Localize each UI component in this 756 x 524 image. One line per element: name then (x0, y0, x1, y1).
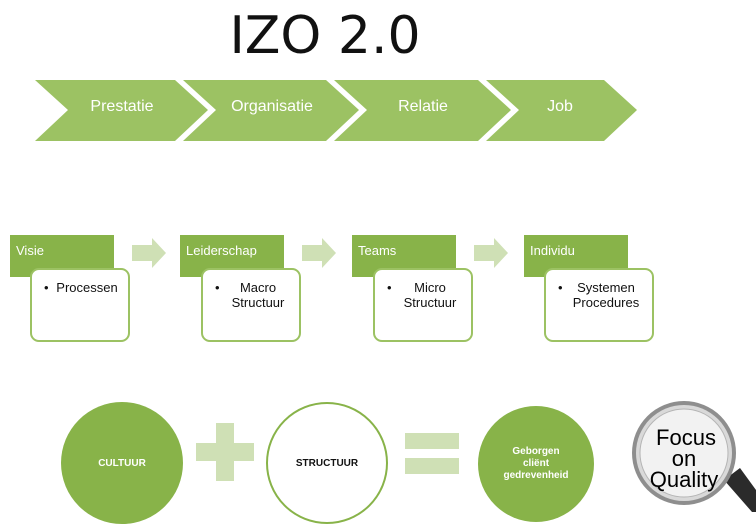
focus-on-quality-logo: Focus on Quality (632, 401, 756, 512)
stage-card-visie: •Processen (30, 268, 130, 342)
list-item: Structuur (231, 295, 285, 310)
list-item: Procedures (572, 295, 640, 310)
arrow-right-icon (474, 238, 508, 268)
chevron-label-prestatie: Prestatie (90, 98, 154, 115)
page-title: IZO 2.0 (229, 6, 421, 66)
arrow-right-icon (132, 238, 166, 268)
chevron-relatie (334, 80, 511, 141)
chevron-label-relatie: Relatie (398, 98, 448, 115)
circle-structuur: STRUCTUUR (266, 402, 388, 524)
stage-card-teams: •Micro Structuur (373, 268, 473, 342)
circle-result: Geborgen cliënt gedrevenheid (478, 406, 594, 522)
badge-word-2: on (672, 446, 696, 471)
chevron-organisatie (183, 80, 359, 141)
list-item: •Macro (215, 280, 277, 295)
list-item: •Systemen (558, 280, 635, 295)
result-line-2: cliënt (522, 458, 550, 469)
badge-word-3: Quality (650, 467, 718, 492)
circle-cultuur: CULTUUR (61, 402, 183, 524)
stage-card-individu: •Systemen Procedures (544, 268, 654, 342)
plus-icon (196, 423, 254, 481)
list-item: Structuur (403, 295, 457, 310)
chevron-job (486, 80, 637, 141)
list-item: •Processen (44, 280, 118, 295)
result-line-3: gedrevenheid (503, 470, 569, 481)
list-item: •Micro (387, 280, 446, 295)
chevron-label-organisatie: Organisatie (231, 98, 313, 115)
equals-icon (405, 433, 459, 474)
badge-word-1: Focus (656, 425, 716, 450)
chevron-label-job: Job (547, 98, 573, 115)
result-line-1: Geborgen (512, 446, 560, 457)
arrow-right-icon (302, 238, 336, 268)
chevron-prestatie (35, 80, 208, 141)
stage-card-leiderschap: •Macro Structuur (201, 268, 301, 342)
